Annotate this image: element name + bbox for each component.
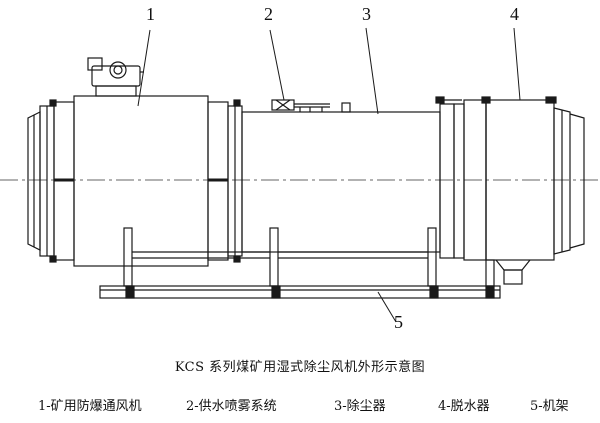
explosion-proof-fan: [27, 57, 243, 267]
dewaterer: [435, 96, 585, 285]
leader-lines: [137, 27, 521, 323]
dust-collector-fan-drawing: [0, 27, 600, 323]
callout-3: 3: [362, 4, 371, 24]
dust-collector: [241, 99, 441, 253]
callout-1: 1: [146, 4, 155, 24]
callout-2: 2: [264, 4, 273, 24]
legend-item-fan: 1-矿用防爆通风机: [38, 399, 142, 414]
callout-5: 5: [394, 312, 403, 332]
legend-item-frame: 5-机架: [530, 399, 569, 414]
legend-item-spray: 2-供水喷雾系统: [186, 399, 277, 414]
legend-item-collector: 3-除尘器: [334, 399, 386, 414]
frame: [99, 227, 501, 299]
figure-caption: KCS 系列煤矿用湿式除尘风机外形示意图: [174, 360, 426, 375]
callout-4: 4: [510, 4, 519, 24]
water-spray-system: [271, 99, 351, 113]
legend-item-dewaterer: 4-脱水器: [438, 399, 490, 414]
